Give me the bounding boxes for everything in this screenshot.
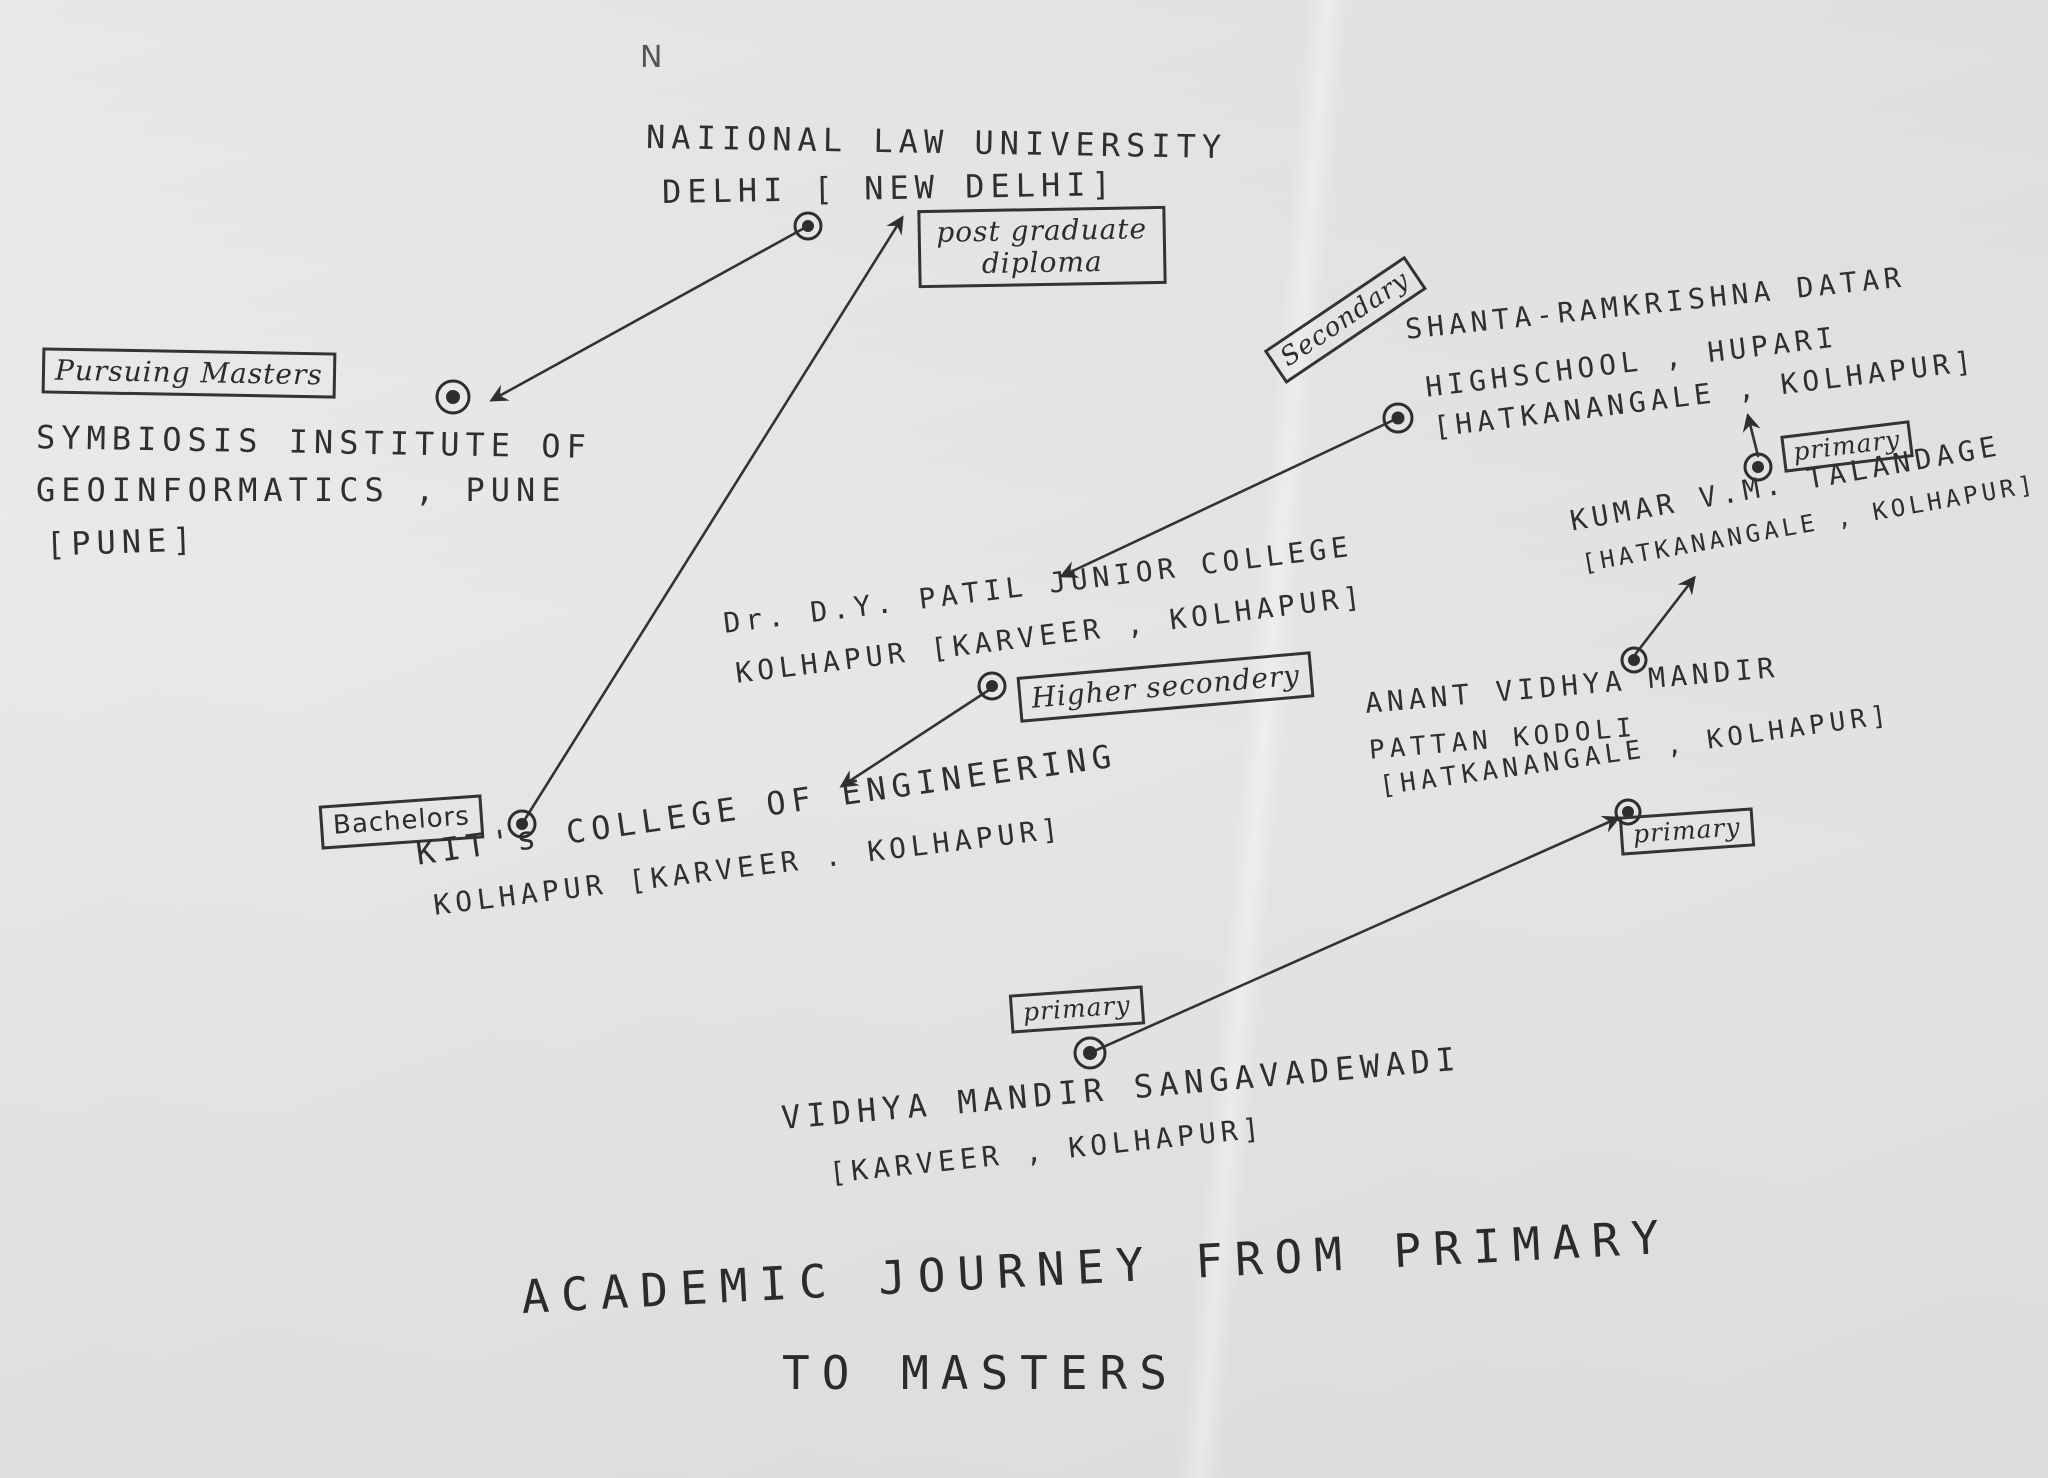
marker-datar	[1382, 402, 1414, 434]
nlu-location: DELHI [ NEW DELHI]	[661, 165, 1118, 211]
marker-talandage	[1743, 452, 1773, 482]
marker-kodoli	[1614, 798, 1642, 826]
route-nlu-to-symbiosis	[489, 224, 810, 402]
marker-kit	[507, 809, 537, 839]
symbiosis-location: [PUNE]	[45, 520, 199, 564]
marker-dypatil	[977, 671, 1007, 701]
location-markers	[435, 211, 1773, 1070]
route-dypatil-to-kit	[839, 686, 994, 788]
marker-anant	[1620, 646, 1648, 674]
route-anant-to-talandage	[1632, 575, 1696, 658]
marker-sangavadewadi	[1073, 1036, 1107, 1070]
marker-nlu	[793, 211, 823, 241]
route-kit-to-nlu	[520, 215, 904, 826]
nlu-name: NAIIONAL LAW UNIVERSITY	[645, 117, 1228, 167]
symbiosis-name: SYMBIOSIS INSTITUTE OF	[35, 418, 593, 466]
symbiosis-tag: Pursuing Masters	[41, 347, 337, 399]
map-title-line-2: TO MASTERS	[782, 1346, 1179, 1400]
route-talandage-to-datar	[1742, 413, 1761, 458]
symbiosis-name-2: GEOINFORMATICS , PUNE	[36, 471, 567, 509]
route-sangavadewadi-to-anant	[1090, 815, 1621, 1054]
marker-symbiosis	[435, 379, 471, 415]
nlu-tag: post graduate diploma	[917, 205, 1167, 289]
route-datar-to-dypatil	[1059, 416, 1400, 578]
north-marker: N	[640, 40, 663, 75]
